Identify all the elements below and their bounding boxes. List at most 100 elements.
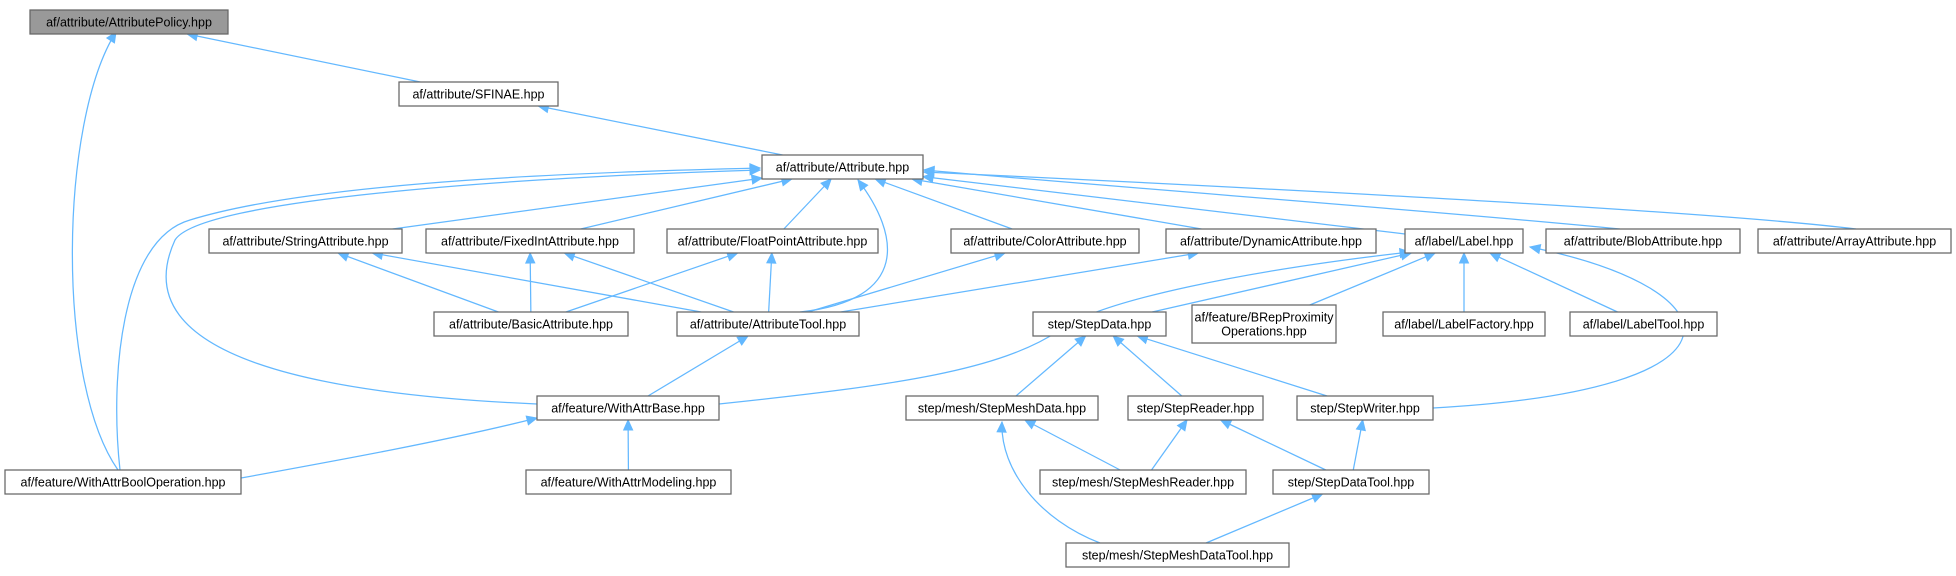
- edge-arrowhead: [1423, 252, 1437, 262]
- node-label: af/attribute/FloatPointAttribute.hpp: [678, 235, 868, 249]
- node-labeltool[interactable]: af/label/LabelTool.hpp: [1569, 311, 1718, 337]
- edge-boolop-to-policy: [71, 30, 119, 471]
- node-label: af/attribute/AttributeTool.hpp: [690, 318, 846, 332]
- node-floatpoint[interactable]: af/attribute/FloatPointAttribute.hpp: [666, 228, 879, 254]
- node-box: [950, 228, 1140, 254]
- edge-sfinae-to-policy: [186, 30, 421, 83]
- edge-arrowhead: [820, 178, 832, 191]
- edge-withattrbase-to-attrtool: [647, 335, 750, 397]
- node-box: [4, 469, 242, 495]
- edge-datatool-to-writer: [1352, 418, 1366, 471]
- edge-line: [1137, 335, 1328, 397]
- node-color[interactable]: af/attribute/ColorAttribute.hpp: [950, 228, 1140, 254]
- edge-string-to-attribute: [392, 174, 764, 230]
- node-label: step/StepReader.hpp: [1137, 402, 1254, 416]
- edge-line: [783, 178, 832, 230]
- node-dynamic[interactable]: af/attribute/DynamicAttribute.hpp: [1165, 228, 1377, 254]
- node-labelfactory[interactable]: af/label/LabelFactory.hpp: [1382, 311, 1546, 337]
- edge-line: [1015, 335, 1086, 397]
- node-label: step/mesh/StepMeshReader.hpp: [1052, 476, 1234, 490]
- node-modeling[interactable]: af/feature/WithAttrModeling.hpp: [525, 469, 732, 495]
- node-label: step/mesh/StepMeshDataTool.hpp: [1082, 549, 1273, 563]
- node-label: step/StepDataTool.hpp: [1288, 476, 1415, 490]
- edge-arrowhead: [1176, 419, 1188, 432]
- edge-dynamic-to-attribute: [910, 175, 1202, 230]
- node-label[interactable]: af/label/Label.hpp: [1404, 228, 1524, 254]
- edge-meshdata-to-stepdata: [1015, 335, 1087, 397]
- node-attrtool[interactable]: af/attribute/AttributeTool.hpp: [676, 311, 860, 337]
- edge-attribute-to-sfinae: [537, 102, 783, 156]
- edge-line: [807, 252, 1006, 313]
- edge-attrtool-to-dynamic: [840, 249, 1200, 313]
- edge-brep-to-label: [1309, 252, 1437, 306]
- node-datatool[interactable]: step/StepDataTool.hpp: [1272, 469, 1430, 495]
- edge-line: [564, 252, 734, 313]
- node-box: [1065, 542, 1290, 568]
- edge-arrowhead: [922, 167, 935, 178]
- node-box: [29, 9, 229, 35]
- node-label: af/label/LabelFactory.hpp: [1394, 318, 1533, 332]
- node-policy[interactable]: af/attribute/AttributePolicy.hpp: [29, 9, 229, 35]
- edge-line: [580, 178, 792, 230]
- node-label: af/attribute/AttributePolicy.hpp: [46, 16, 212, 30]
- edge-array-to-attribute: [922, 167, 1857, 230]
- edge-line: [337, 252, 499, 313]
- node-meshdata[interactable]: step/mesh/StepMeshData.hpp: [905, 395, 1099, 421]
- edge-line: [565, 252, 738, 313]
- edge-line: [1205, 493, 1323, 544]
- edge-blob-to-attribute: [922, 165, 1621, 230]
- node-array[interactable]: af/attribute/ArrayAttribute.hpp: [1757, 228, 1952, 254]
- node-box: [1404, 228, 1524, 254]
- edge-reader-to-stepdata: [1112, 335, 1183, 397]
- edge-withattrbase-to-attribute: [165, 165, 762, 405]
- node-meshdatatool[interactable]: step/mesh/StepMeshDataTool.hpp: [1065, 542, 1290, 568]
- edge-meshdatatool-to-meshdata: [996, 420, 1101, 544]
- edge-labeltool-to-label: [1488, 252, 1618, 313]
- node-label: step/StepData.hpp: [1048, 318, 1152, 332]
- edge-line: [392, 177, 763, 230]
- edge-stepdata-to-label: [1152, 250, 1413, 313]
- node-label: af/attribute/Attribute.hpp: [776, 161, 909, 175]
- node-label: af/attribute/FixedIntAttribute.hpp: [441, 235, 619, 249]
- edges-layer: [71, 30, 1857, 544]
- node-writer[interactable]: step/StepWriter.hpp: [1296, 395, 1434, 421]
- node-box: [1039, 469, 1247, 495]
- edge-arrowhead: [524, 251, 536, 264]
- edge-writer-to-stepdata: [1136, 334, 1328, 397]
- node-label: af/attribute/StringAttribute.hpp: [222, 235, 388, 249]
- node-label: af/attribute/DynamicAttribute.hpp: [1180, 235, 1362, 249]
- node-meshreader[interactable]: step/mesh/StepMeshReader.hpp: [1039, 469, 1247, 495]
- node-basic[interactable]: af/attribute/BasicAttribute.hpp: [433, 311, 629, 337]
- node-box: [1127, 395, 1264, 421]
- node-label: step/StepWriter.hpp: [1310, 402, 1420, 416]
- edge-floatpoint-to-attribute: [783, 178, 832, 230]
- edge-arrowhead: [1023, 419, 1037, 430]
- node-reader[interactable]: step/StepReader.hpp: [1127, 395, 1264, 421]
- edge-arrowhead: [1355, 418, 1366, 432]
- node-label: af/feature/WithAttrBoolOperation.hpp: [21, 476, 226, 490]
- node-sfinae[interactable]: af/attribute/SFINAE.hpp: [398, 81, 559, 107]
- edge-attrtool-to-attribute: [799, 179, 889, 313]
- node-withattrbase[interactable]: af/feature/WithAttrBase.hpp: [536, 395, 720, 421]
- node-label: af/feature/WithAttrModeling.hpp: [541, 476, 717, 490]
- node-label: af/label/Label.hpp: [1415, 235, 1514, 249]
- edge-fixedint-to-attribute: [580, 176, 794, 230]
- node-label: af/feature/BRepProximity: [1195, 311, 1335, 325]
- edge-labelfactory-to-label: [1458, 251, 1470, 312]
- node-label: Operations.hpp: [1221, 325, 1307, 339]
- node-fixedint[interactable]: af/attribute/FixedIntAttribute.hpp: [425, 228, 635, 254]
- edge-datatool-to-reader: [1219, 419, 1327, 471]
- node-box: [666, 228, 879, 254]
- edge-boolop-to-attribute: [116, 162, 762, 471]
- node-label: af/attribute/BlobAttribute.hpp: [1564, 235, 1722, 249]
- edge-basic-to-fixedint: [524, 251, 536, 313]
- node-stepdata[interactable]: step/StepData.hpp: [1032, 311, 1167, 337]
- node-box: [1757, 228, 1952, 254]
- node-boolop[interactable]: af/feature/WithAttrBoolOperation.hpp: [4, 469, 242, 495]
- edge-line: [840, 252, 1199, 313]
- node-string[interactable]: af/attribute/StringAttribute.hpp: [208, 228, 403, 254]
- edge-arrowhead: [1528, 243, 1542, 255]
- node-blob[interactable]: af/attribute/BlobAttribute.hpp: [1545, 228, 1741, 254]
- node-attribute[interactable]: af/attribute/Attribute.hpp: [761, 154, 924, 180]
